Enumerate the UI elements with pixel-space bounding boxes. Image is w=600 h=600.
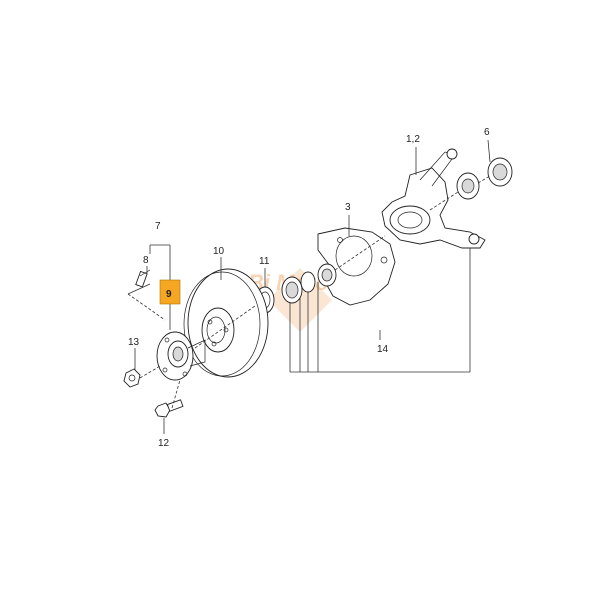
callout-12: 12 — [158, 438, 170, 449]
callout-13: 13 — [128, 337, 140, 348]
leader-lines — [134, 139, 491, 434]
callout-labels: 1,2 6 3 7 8 9 10 11 13 14 12 — [128, 127, 490, 449]
wheel-bearing-6 — [456, 157, 513, 200]
callout-1-2: 1,2 — [406, 134, 420, 145]
wheel-hub — [156, 331, 206, 381]
callout-7: 7 — [155, 221, 161, 232]
brake-disc — [183, 268, 269, 378]
callout-11: 11 — [259, 256, 270, 267]
callout-3: 3 — [345, 202, 351, 213]
wheel-stud-8 — [135, 269, 151, 288]
callout-8: 8 — [143, 255, 149, 266]
assembly-centerlines — [127, 175, 491, 409]
steering-knuckle — [381, 148, 486, 249]
callout-9: 9 — [166, 289, 172, 300]
highlight-box-9 — [159, 279, 181, 305]
callout-14: 14 — [377, 344, 389, 355]
callout-6: 6 — [484, 127, 490, 138]
callout-10: 10 — [213, 246, 225, 257]
bolt-12 — [154, 399, 184, 418]
hub-nut-13 — [123, 368, 141, 388]
